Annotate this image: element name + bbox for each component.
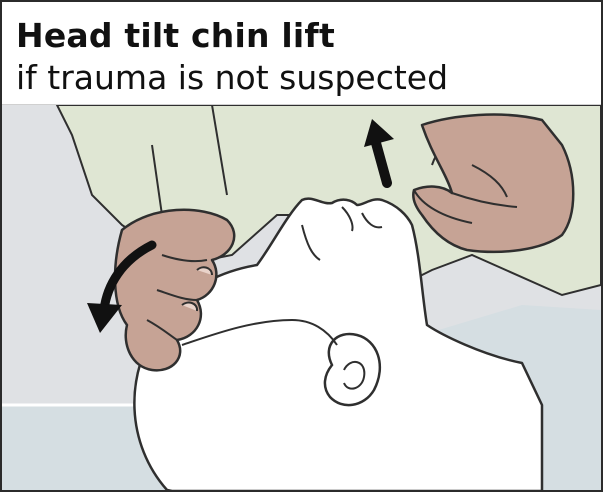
subtitle: if trauma is not suspected (16, 58, 448, 97)
header: Head tilt chin lift if trauma is not sus… (2, 2, 601, 104)
patient-ear (325, 334, 380, 405)
illustration-scene (2, 104, 601, 491)
head-tilt-illustration (2, 105, 601, 491)
title: Head tilt chin lift (16, 16, 335, 55)
